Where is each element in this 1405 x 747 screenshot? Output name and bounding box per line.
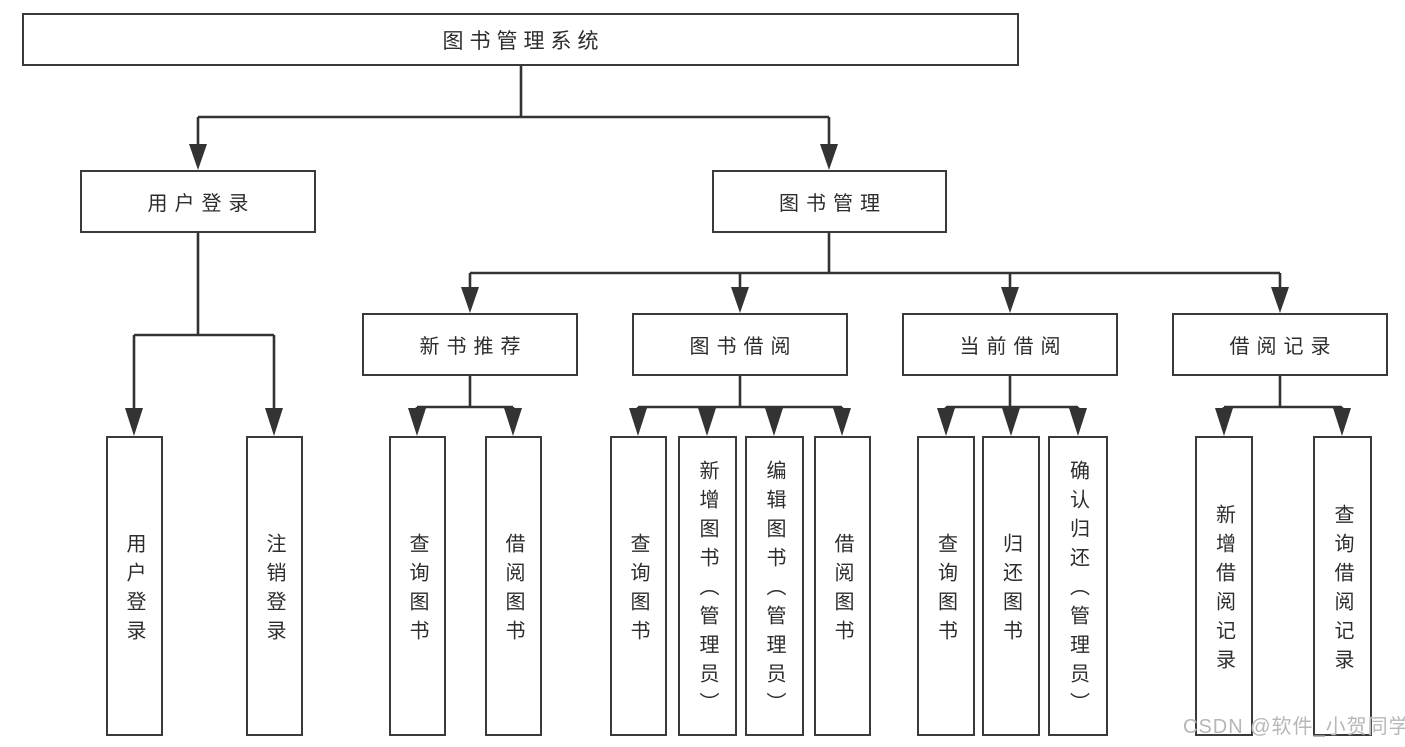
leaf-logout: 注销登录 bbox=[246, 436, 303, 736]
leaf-query-books-borrowing: 查询图书 bbox=[610, 436, 667, 736]
leaf-borrow-books-recommend-label: 借阅图书 bbox=[502, 532, 524, 649]
watermark: CSDN @软件_小贺同学 bbox=[1183, 716, 1405, 738]
arrowhead-icon bbox=[820, 144, 838, 170]
node-book-borrowing-label: 图书借阅 bbox=[689, 336, 798, 358]
leaf-query-books-recommend: 查询图书 bbox=[389, 436, 446, 736]
arrowhead-icon bbox=[833, 408, 851, 436]
arrowhead-icon bbox=[408, 408, 426, 436]
leaf-borrow-books-borrowing-label: 借阅图书 bbox=[831, 532, 853, 649]
arrowhead-icon bbox=[731, 287, 749, 313]
leaf-query-books-borrowing-label: 查询图书 bbox=[627, 532, 649, 649]
leaf-query-books-current: 查询图书 bbox=[917, 436, 975, 736]
leaf-logout-label: 注销登录 bbox=[263, 532, 285, 649]
arrowheads bbox=[125, 144, 1351, 436]
leaf-user-login: 用户登录 bbox=[106, 436, 163, 736]
arrowhead-icon bbox=[629, 408, 647, 436]
leaf-add-borrow-record-label: 新增借阅记录 bbox=[1212, 503, 1235, 678]
leaf-edit-book-admin-label: 编辑图书（管理员） bbox=[763, 460, 785, 721]
node-borrowing-records-label: 借阅记录 bbox=[1229, 336, 1338, 358]
node-book-borrowing: 图书借阅 bbox=[632, 313, 848, 376]
leaf-add-book-admin: 新增图书（管理员） bbox=[678, 436, 737, 736]
arrowhead-icon bbox=[265, 408, 283, 436]
leaf-user-login-label: 用户登录 bbox=[123, 532, 145, 649]
node-user-login-label: 用户登录 bbox=[147, 193, 256, 215]
node-new-book-recommendation: 新书推荐 bbox=[362, 313, 578, 376]
leaf-query-borrow-record: 查询借阅记录 bbox=[1313, 436, 1372, 736]
leaf-return-book-label: 归还图书 bbox=[999, 532, 1022, 649]
arrowhead-icon bbox=[504, 408, 522, 436]
arrowhead-icon bbox=[1001, 287, 1019, 313]
node-current-borrowing: 当前借阅 bbox=[902, 313, 1118, 376]
leaf-query-borrow-record-label: 查询借阅记录 bbox=[1331, 503, 1353, 678]
node-book-management: 图书管理 bbox=[712, 170, 947, 233]
leaf-borrow-books-recommend: 借阅图书 bbox=[485, 436, 542, 736]
arrowhead-icon bbox=[1069, 408, 1087, 436]
arrowhead-icon bbox=[1002, 408, 1020, 436]
leaf-borrow-books-borrowing: 借阅图书 bbox=[814, 436, 871, 736]
arrowhead-icon bbox=[461, 287, 479, 313]
arrowhead-icon bbox=[1215, 408, 1233, 436]
leaf-return-book: 归还图书 bbox=[982, 436, 1040, 736]
node-library-system: 图书管理系统 bbox=[22, 13, 1019, 66]
arrowhead-icon bbox=[698, 408, 716, 436]
leaf-edit-book-admin: 编辑图书（管理员） bbox=[745, 436, 804, 736]
arrowhead-icon bbox=[189, 144, 207, 170]
arrowhead-icon bbox=[1271, 287, 1289, 313]
arrowhead-icon bbox=[937, 408, 955, 436]
node-library-system-label: 图书管理系统 bbox=[442, 29, 605, 53]
leaf-confirm-return-admin-label: 确认归还（管理员） bbox=[1066, 460, 1089, 721]
leaf-query-books-recommend-label: 查询图书 bbox=[406, 532, 428, 649]
node-current-borrowing-label: 当前借阅 bbox=[959, 336, 1068, 358]
arrowhead-icon bbox=[765, 408, 783, 436]
leaf-add-borrow-record: 新增借阅记录 bbox=[1195, 436, 1253, 736]
node-borrowing-records: 借阅记录 bbox=[1172, 313, 1388, 376]
leaf-confirm-return-admin: 确认归还（管理员） bbox=[1048, 436, 1108, 736]
node-book-management-label: 图书管理 bbox=[779, 193, 887, 215]
node-user-login: 用户登录 bbox=[80, 170, 316, 233]
arrowhead-icon bbox=[125, 408, 143, 436]
leaf-add-book-admin-label: 新增图书（管理员） bbox=[696, 460, 718, 721]
node-new-book-recommendation-label: 新书推荐 bbox=[419, 336, 528, 358]
arrowhead-icon bbox=[1333, 408, 1351, 436]
leaf-query-books-current-label: 查询图书 bbox=[934, 532, 957, 649]
